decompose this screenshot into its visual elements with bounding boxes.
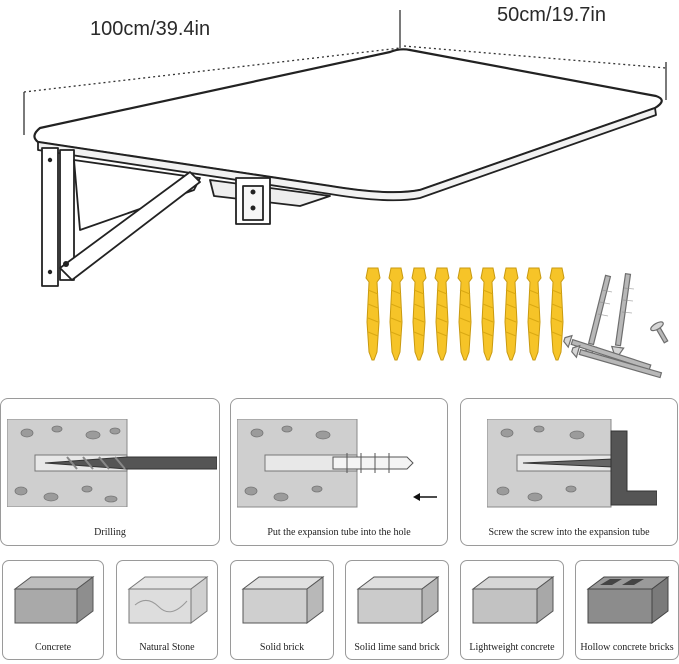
folding-table-illustration: [23, 10, 667, 287]
material-caption-concrete: Concrete: [34, 642, 72, 653]
drilling-illustration: [7, 419, 217, 507]
step-caption-drilling: Drilling: [94, 527, 126, 538]
solid-brick-icon: [241, 576, 325, 624]
wall-anchor: [365, 267, 381, 361]
insert-anchor-illustration: [237, 419, 437, 508]
screw-illustration: [487, 419, 657, 508]
step-panel-insert-anchor: Put the expansion tube into the hole: [230, 398, 448, 546]
natural-stone-icon: [127, 576, 209, 624]
step-caption-insert-anchor: Put the expansion tube into the hole: [267, 527, 411, 538]
wall-anchor: [411, 267, 427, 361]
wall-anchor: [457, 267, 473, 361]
lime-sand-brick-icon: [356, 576, 440, 624]
wall-anchor: [503, 267, 519, 361]
step-caption-screw: Screw the screw into the expansion tube: [488, 527, 650, 538]
material-concrete: Concrete: [2, 560, 104, 660]
material-caption-natural-stone: Natural Stone: [139, 642, 195, 653]
lightweight-concrete-icon: [471, 576, 555, 624]
width-dimension-label: 100cm/39.4in: [90, 18, 211, 40]
material-natural-stone: Natural Stone: [116, 560, 218, 660]
material-lightweight-concrete: Lightweight concrete: [460, 560, 564, 660]
wood-screws: [563, 272, 669, 379]
depth-dimension-label: 50cm/19.7in: [497, 4, 606, 26]
material-caption-lightweight-concrete: Lightweight concrete: [469, 642, 555, 653]
step-panel-screw: Screw the screw into the expansion tube: [460, 398, 678, 546]
material-solid-brick: Solid brick: [230, 560, 334, 660]
material-caption-solid-brick: Solid brick: [259, 642, 305, 653]
material-caption-hollow-concrete-bricks: Hollow concrete bricks: [580, 642, 674, 653]
wall-anchor: [480, 267, 496, 361]
material-solid-lime-sand-brick: Solid lime sand brick: [345, 560, 449, 660]
wall-anchor: [526, 267, 542, 361]
yellow-wall-anchors: [365, 267, 565, 361]
step-panel-drilling: Drilling: [0, 398, 220, 546]
hollow-brick-icon: [586, 576, 670, 624]
wall-anchor: [434, 267, 450, 361]
material-caption-lime-sand-brick: Solid lime sand brick: [354, 642, 440, 653]
wall-anchor: [388, 267, 404, 361]
concrete-block-icon: [13, 576, 95, 624]
wall-anchor: [549, 267, 565, 361]
material-hollow-concrete-bricks: Hollow concrete bricks: [575, 560, 679, 660]
